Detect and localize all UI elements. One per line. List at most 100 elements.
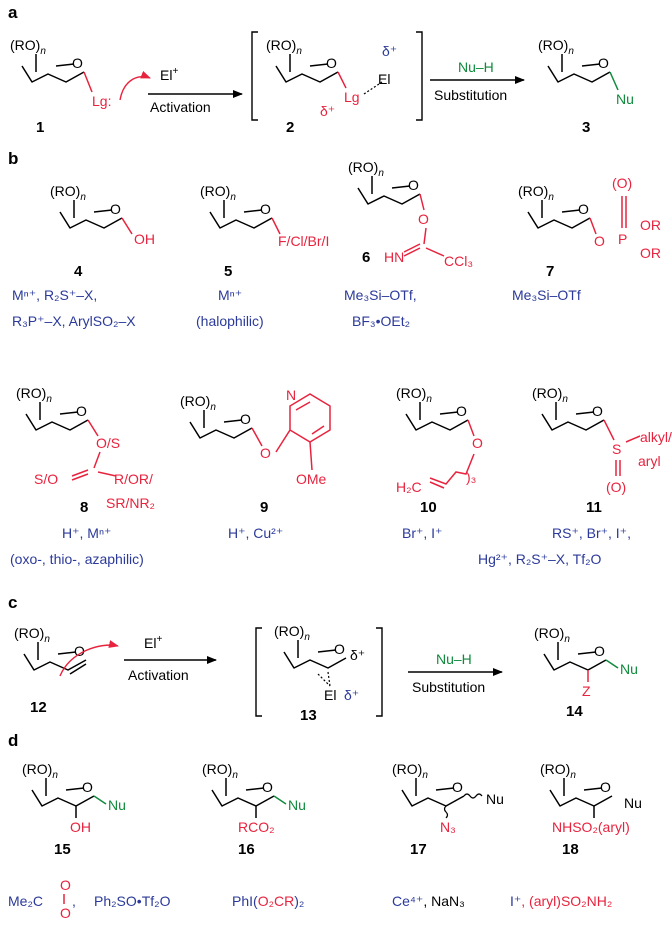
panel-label-d: d — [8, 731, 18, 750]
svg-text:O: O — [592, 403, 603, 419]
svg-text:S/O: S/O — [34, 471, 58, 487]
panel-label-c: c — [8, 593, 17, 612]
svg-text:Me₃Si–OTf,: Me₃Si–OTf, — [344, 287, 417, 303]
compound-11: (RO)n O S alkyl/ aryl (O) 11 RS⁺, Br⁺, I… — [478, 385, 672, 567]
compound-7: (RO)n O O P (O) OR OR 7 Me₃Si–OTf — [512, 175, 661, 303]
nucleophile-label: Nu–H — [458, 59, 494, 75]
compound-6: (RO)n O O HN CCl₃ 6 Me₃Si–OTf, BF₃•OEt₂ — [344, 159, 473, 329]
svg-text:O: O — [452, 779, 463, 795]
svg-text:Z: Z — [582, 683, 591, 699]
compound-4: (RO)n O OH 4 Mⁿ⁺, R₂S⁺–X, R₃P⁺–X, ArylSO… — [12, 183, 155, 329]
svg-text:N: N — [286, 387, 296, 403]
bracket-left — [251, 31, 258, 121]
svg-text:O: O — [598, 55, 609, 71]
svg-text:(RO)n: (RO)n — [16, 385, 52, 405]
svg-text:RS⁺, Br⁺, I⁺,: RS⁺, Br⁺, I⁺, — [552, 525, 631, 541]
svg-text:(RO)n: (RO)n — [50, 183, 86, 203]
svg-text:BF₃•OEt₂: BF₃•OEt₂ — [352, 313, 410, 329]
svg-text:(oxo-, thio-, azaphilic): (oxo-, thio-, azaphilic) — [10, 551, 144, 567]
compound-17: (RO)n O Nu N₃ 17 Ce⁴⁺, NaN₃ — [392, 761, 504, 909]
leaving-group-activated: Lg — [344, 89, 360, 105]
svg-text:R/OR/: R/OR/ — [114, 471, 153, 487]
svg-text:Mⁿ⁺: Mⁿ⁺ — [218, 287, 242, 303]
svg-text:El: El — [324, 687, 336, 703]
svg-text:alkyl/: alkyl/ — [640, 429, 672, 445]
svg-text:OH: OH — [70, 819, 91, 835]
reagent-18b: I⁺, (aryl)SO₂NH₂ — [510, 893, 612, 909]
svg-text:(RO)n: (RO)n — [200, 183, 236, 203]
nucleophile: Nu — [616, 91, 634, 107]
svg-text:O: O — [326, 55, 337, 71]
compound-3: (RO)n O Nu 3 — [538, 37, 634, 136]
svg-text:(RO)n: (RO)n — [534, 625, 570, 645]
svg-text:(RO)n: (RO)n — [348, 159, 384, 179]
electrophile-bound: El — [378, 71, 390, 87]
svg-text:(RO)n: (RO)n — [518, 183, 554, 203]
svg-text:H₂C: H₂C — [396, 479, 422, 495]
svg-text:11: 11 — [586, 499, 602, 516]
svg-text:,: , — [72, 893, 76, 909]
svg-text:O: O — [418, 211, 429, 227]
svg-text:(O): (O) — [612, 175, 632, 191]
leaving-group: Lg: — [92, 93, 111, 109]
svg-text:9: 9 — [260, 499, 268, 516]
svg-text:2: 2 — [286, 119, 294, 136]
svg-text:O: O — [578, 201, 589, 217]
svg-text:O: O — [594, 233, 605, 249]
svg-text:RCO₂: RCO₂ — [238, 819, 275, 835]
panel-label-a: a — [8, 3, 18, 22]
svg-text:17: 17 — [410, 841, 427, 858]
svg-text:)₃: )₃ — [466, 469, 476, 485]
compound-12: (RO)n O 12 — [14, 625, 87, 716]
reagent-18a: Ce⁴⁺, NaN₃ — [392, 893, 465, 909]
svg-text:(RO)n: (RO)n — [22, 761, 58, 781]
svg-text:O: O — [76, 403, 87, 419]
svg-text:N₃: N₃ — [440, 819, 456, 835]
pyranose-ring — [21, 63, 85, 83]
svg-text:(RO)n: (RO)n — [540, 761, 576, 781]
svg-text:Nu: Nu — [486, 791, 504, 807]
panel-label-b: b — [8, 149, 18, 168]
svg-text:O: O — [408, 177, 419, 193]
svg-text:O: O — [82, 779, 93, 795]
intermediate-13: (RO)n O δ⁺ El δ⁺ 13 — [274, 623, 365, 724]
svg-text:NHSO₂(aryl): NHSO₂(aryl) — [552, 819, 630, 835]
svg-text:8: 8 — [80, 499, 88, 516]
curved-arrow — [119, 70, 151, 101]
svg-text:4: 4 — [74, 263, 83, 280]
svg-text:13: 13 — [300, 707, 317, 724]
svg-text:16: 16 — [238, 841, 255, 858]
svg-text:18: 18 — [562, 841, 579, 858]
svg-text:Hg²⁺, R₂S⁺–X, Tf₂O: Hg²⁺, R₂S⁺–X, Tf₂O — [478, 551, 602, 567]
svg-text:3: 3 — [582, 119, 590, 136]
svg-text:O/S: O/S — [96, 435, 120, 451]
svg-text:Me₃Si–OTf: Me₃Si–OTf — [512, 287, 581, 303]
svg-text:H⁺, Cu²⁺: H⁺, Cu²⁺ — [228, 525, 283, 541]
ro-group: (RO)n — [10, 37, 46, 57]
bracket-right — [416, 31, 423, 121]
compound-10: (RO)n O O H₂C )₃ 10 Br⁺, I⁺ — [396, 385, 483, 541]
svg-text:6: 6 — [362, 249, 370, 266]
svg-text:O: O — [240, 411, 251, 427]
svg-text:O: O — [334, 641, 345, 657]
svg-text:δ⁺: δ⁺ — [344, 687, 359, 703]
svg-text:14: 14 — [566, 703, 583, 720]
svg-text:aryl: aryl — [638, 453, 661, 469]
svg-text:(RO)n: (RO)n — [396, 385, 432, 405]
svg-text:OH: OH — [134, 231, 155, 247]
compound-9: (RO)n O O N OMe 9 H⁺, Cu²⁺ — [180, 387, 331, 541]
svg-text:(RO)n: (RO)n — [274, 623, 310, 643]
svg-text:O: O — [594, 643, 605, 659]
svg-text:O: O — [472, 435, 483, 451]
svg-text:CCl₃: CCl₃ — [444, 253, 473, 269]
activation-label: Activation — [150, 99, 211, 115]
svg-text:12: 12 — [30, 699, 47, 716]
compound-16: (RO)n O Nu RCO₂ 16 PhI(O₂CR)₂ — [202, 761, 306, 909]
svg-text:7: 7 — [546, 263, 554, 280]
svg-text:S: S — [612, 441, 621, 457]
svg-text:(halophilic): (halophilic) — [196, 313, 264, 329]
svg-text:O: O — [74, 643, 85, 659]
electrophile-label-c: El+ — [144, 634, 162, 651]
svg-text:Nu: Nu — [620, 661, 638, 677]
svg-text:OR: OR — [640, 245, 661, 261]
